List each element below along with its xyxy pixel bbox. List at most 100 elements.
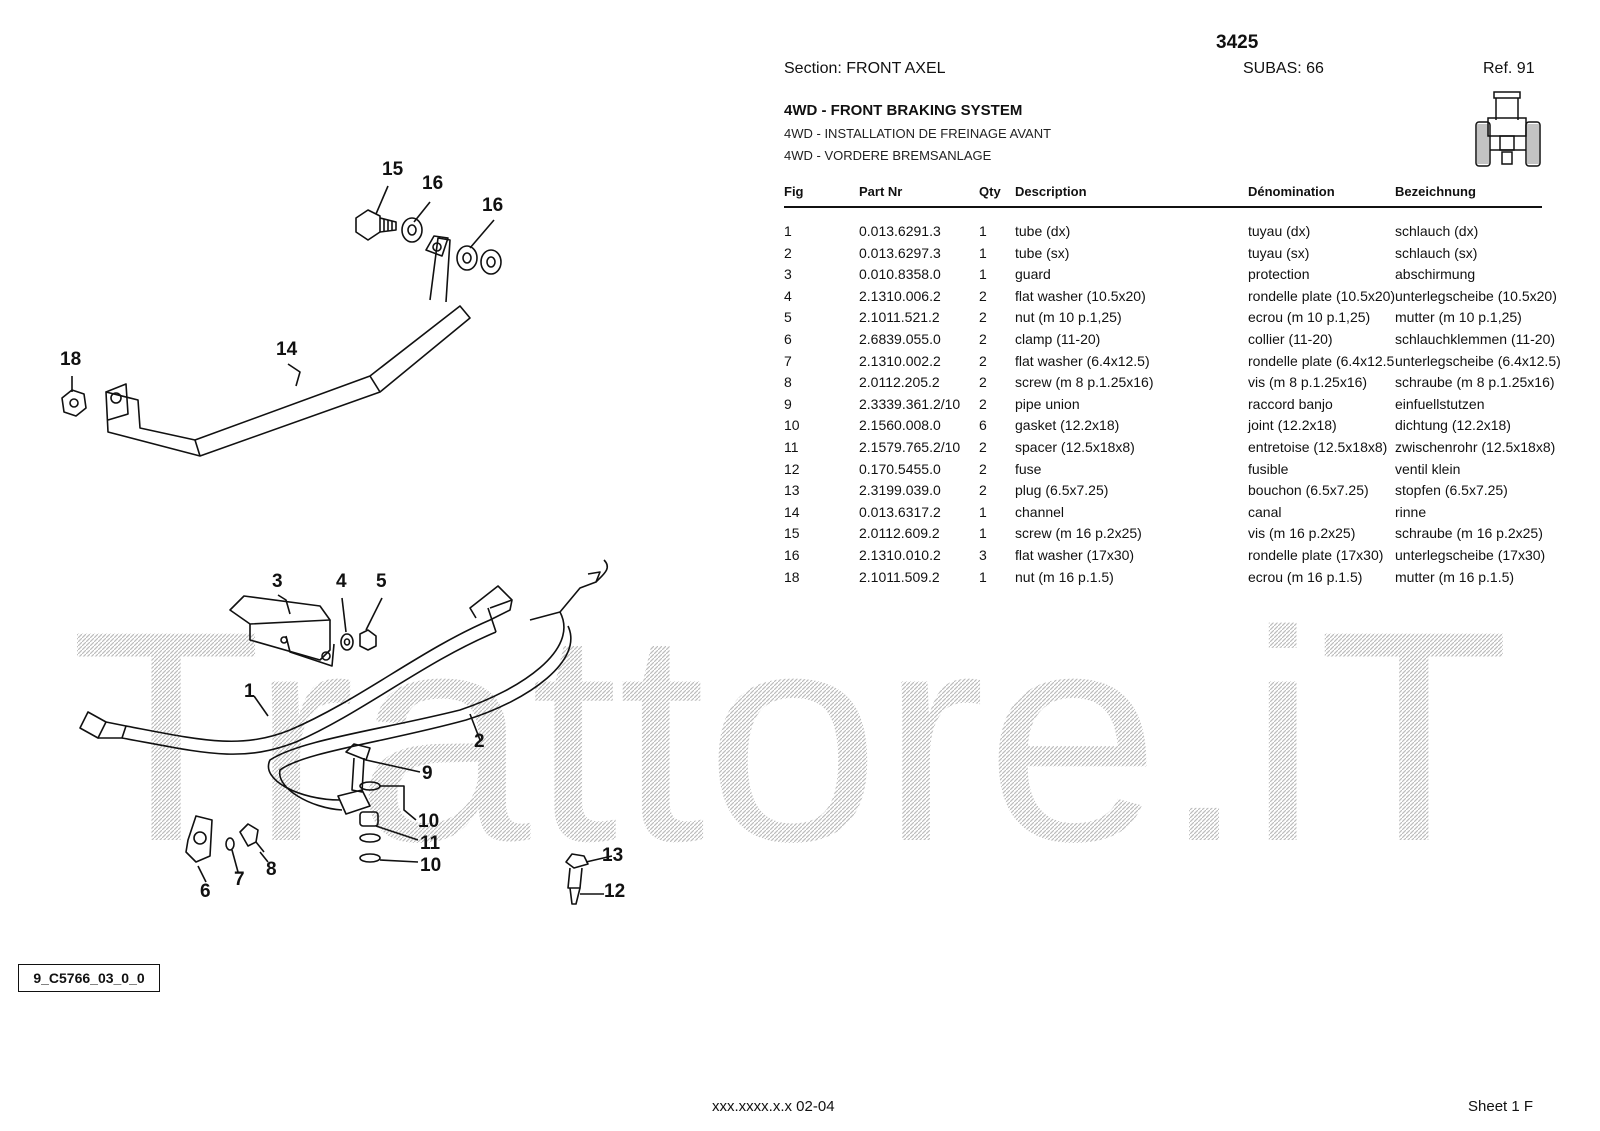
cell-denomination: bouchon (6.5x7.25) xyxy=(1248,482,1369,499)
cell-qty: 2 xyxy=(979,374,987,391)
cell-qty: 2 xyxy=(979,460,987,477)
cell-denomination: tuyau (sx) xyxy=(1248,244,1310,261)
title-german: 4WD - VORDERE BREMSANLAGE xyxy=(784,148,992,163)
cell-fig: 9 xyxy=(784,395,792,412)
watermark: Trattore.iT xyxy=(70,590,1510,870)
cell-fig: 2 xyxy=(784,244,792,261)
callout-4: 4 xyxy=(336,571,347,592)
callout-11: 11 xyxy=(420,833,441,854)
cell-part-nr: 2.1011.521.2 xyxy=(859,309,940,326)
callout-13: 13 xyxy=(602,845,624,866)
column-qty: Qty xyxy=(979,184,1001,199)
cell-bezeichnung: abschirmung xyxy=(1395,266,1476,283)
cell-qty: 2 xyxy=(979,395,987,412)
cell-description: nut (m 10 p.1,25) xyxy=(1015,309,1122,326)
cell-qty: 2 xyxy=(979,330,987,347)
cell-fig: 3 xyxy=(784,266,792,283)
cell-denomination: protection xyxy=(1248,266,1310,283)
cell-qty: 2 xyxy=(979,309,987,326)
callout-10: 10 xyxy=(418,811,440,832)
column-bezeichnung: Bezeichnung xyxy=(1395,184,1476,199)
cell-qty: 2 xyxy=(979,482,987,499)
screw-part xyxy=(355,209,397,241)
cell-qty: 1 xyxy=(979,525,987,542)
cell-bezeichnung: dichtung (12.2x18) xyxy=(1395,417,1511,434)
cell-bezeichnung: unterlegscheibe (10.5x20) xyxy=(1395,287,1557,304)
callout-6: 6 xyxy=(200,881,211,902)
cell-description: tube (sx) xyxy=(1015,244,1070,261)
cell-bezeichnung: schlauch (dx) xyxy=(1395,223,1479,239)
drawing-id-box: 9_C5766_03_0_0 xyxy=(18,964,160,992)
cell-bezeichnung: schlauch (sx) xyxy=(1395,244,1478,261)
cell-denomination: rondelle plate (17x30) xyxy=(1248,546,1384,563)
cell-fig: 14 xyxy=(784,503,800,520)
cell-fig: 13 xyxy=(784,482,800,499)
table-row: 5 2.1011.521.2 2 nut (m 10 p.1,25) ecrou (m … xyxy=(784,309,1584,331)
cell-description: flat washer (10.5x20) xyxy=(1015,287,1146,304)
cell-description: flat washer (6.4x12.5) xyxy=(1015,352,1150,369)
callout-1: 1 xyxy=(244,681,255,702)
callout-18: 18 xyxy=(60,349,82,370)
cell-bezeichnung: ventil klein xyxy=(1395,460,1461,477)
cell-denomination: canal xyxy=(1248,503,1282,520)
cell-denomination: rondelle plate (10.5x20) xyxy=(1248,287,1396,304)
cell-bezeichnung: mutter (m 16 p.1.5) xyxy=(1395,568,1515,585)
cell-description: flat washer (17x30) xyxy=(1015,546,1135,563)
cell-fig: 15 xyxy=(784,525,800,542)
cell-bezeichnung: rinne xyxy=(1395,503,1427,520)
cell-bezeichnung: schlauchklemmen (11-20) xyxy=(1395,330,1556,347)
cell-denomination: ecrou (m 10 p.1,25) xyxy=(1248,309,1371,326)
guard-part xyxy=(229,595,335,667)
cell-part-nr: 2.1310.010.2 xyxy=(859,546,941,563)
cell-description: spacer (12.5x18x8) xyxy=(1015,438,1135,455)
cell-bezeichnung: zwischenrohr (12.5x18x8) xyxy=(1395,438,1556,455)
callout-3: 3 xyxy=(272,571,283,592)
cell-denomination: fusible xyxy=(1248,460,1289,477)
cell-denomination: vis (m 8 p.1.25x16) xyxy=(1248,374,1368,391)
cell-fig: 1 xyxy=(784,223,792,239)
callout-2: 2 xyxy=(474,731,485,752)
cell-fig: 7 xyxy=(784,352,792,369)
cell-description: plug (6.5x7.25) xyxy=(1015,482,1109,499)
title-english: 4WD - FRONT BRAKING SYSTEM xyxy=(784,102,1023,119)
cell-fig: 5 xyxy=(784,309,792,326)
channel-part xyxy=(105,235,471,457)
cell-description: screw (m 8 p.1.25x16) xyxy=(1015,374,1154,391)
cell-denomination: collier (11-20) xyxy=(1248,330,1333,347)
cell-denomination: joint (12.2x18) xyxy=(1248,417,1337,434)
cell-part-nr: 0.010.8358.0 xyxy=(859,266,941,283)
cell-part-nr: 2.1560.008.0 xyxy=(859,417,941,434)
cell-qty: 2 xyxy=(979,438,987,455)
column-fig: Fig xyxy=(784,184,804,199)
cell-description: nut (m 16 p.1.5) xyxy=(1015,568,1114,585)
section-label: Section: FRONT AXEL xyxy=(784,60,946,77)
cell-qty: 6 xyxy=(979,417,987,434)
subas-label: SUBAS: 66 xyxy=(1243,60,1324,77)
cell-part-nr: 0.013.6291.3 xyxy=(859,223,941,239)
callout-10: 10 xyxy=(420,855,442,876)
cell-fig: 4 xyxy=(784,287,792,304)
cell-fig: 10 xyxy=(784,417,800,434)
cell-denomination: vis (m 16 p.2x25) xyxy=(1248,525,1356,542)
cell-qty: 2 xyxy=(979,287,987,304)
cell-part-nr: 2.1310.002.2 xyxy=(859,352,941,369)
tube-sx-part xyxy=(267,559,609,815)
callout-12: 12 xyxy=(604,881,626,902)
cell-fig: 12 xyxy=(784,460,800,477)
parts-table-header: Fig Part Nr Qty Description Dénomination… xyxy=(784,184,1542,208)
cell-part-nr: 2.1579.765.2/10 xyxy=(859,438,961,455)
column-description: Description xyxy=(1015,184,1087,199)
cell-bezeichnung: schraube (m 16 p.2x25) xyxy=(1395,525,1543,542)
